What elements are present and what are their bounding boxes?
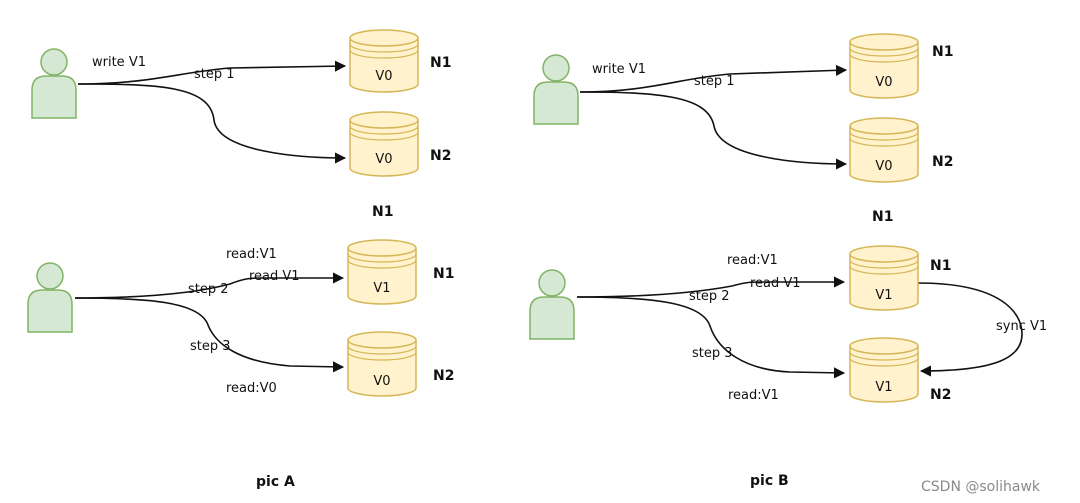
read-result-label: read:V1	[727, 253, 778, 268]
node-name: N1	[932, 44, 953, 60]
write-edge-to-n1	[579, 64, 848, 93]
step-label: step 2	[188, 282, 229, 297]
db-value: V1	[875, 380, 892, 395]
database-n2: V1	[849, 337, 919, 403]
pic-b-top-scene: write V1 step 1 V0 N1 V0 N2 N1	[533, 33, 953, 225]
read-edge-to-n2	[576, 296, 846, 379]
read-edge-to-n1	[74, 272, 345, 299]
node-name: N1	[430, 55, 451, 71]
database-n2: V0	[849, 117, 919, 183]
user-icon	[533, 54, 579, 125]
read-edge-to-n1	[576, 276, 846, 298]
step-label: step 3	[190, 339, 231, 354]
db-value: V1	[875, 288, 892, 303]
db-value: V1	[373, 281, 390, 296]
sync-edge-n1-to-n2	[917, 282, 1023, 377]
db-value: V0	[375, 69, 392, 84]
pic-a-bottom-scene: read:V1 read V1 step 2 step 3 read:V0 V1…	[27, 239, 454, 397]
pic-b-caption: pic B	[750, 473, 789, 489]
node-name: N1	[433, 266, 454, 282]
node-name: N2	[433, 368, 454, 384]
node-name: N1	[930, 258, 951, 274]
section-title: N1	[372, 204, 393, 220]
pic-b-bottom-scene: read:V1 read V1 step 2 step 3 read:V1 sy…	[529, 245, 1047, 403]
step-label: step 1	[194, 67, 235, 82]
write-label: write V1	[92, 55, 146, 70]
db-value: V0	[375, 152, 392, 167]
database-n2: V0	[347, 331, 417, 397]
write-edge-to-n2	[579, 91, 848, 170]
read-result-label: read:V1	[226, 247, 277, 262]
read-request-label: read V1	[750, 276, 801, 291]
database-n1: V0	[349, 29, 419, 93]
section-title: N1	[872, 209, 893, 225]
database-n2: V0	[349, 111, 419, 177]
db-value: V0	[373, 374, 390, 389]
node-name: N2	[932, 154, 953, 170]
node-name: N2	[930, 387, 951, 403]
write-edge-to-n2	[77, 83, 347, 164]
write-label: write V1	[592, 62, 646, 77]
pic-a-top-scene: write V1 step 1 V0 N1 V0 N2 N1	[31, 29, 451, 220]
read-request-label: read V1	[249, 269, 300, 284]
step-label: step 1	[694, 74, 735, 89]
node-name: N2	[430, 148, 451, 164]
step-label: step 2	[689, 289, 730, 304]
read-result-label: read:V1	[728, 388, 779, 403]
user-icon	[31, 48, 77, 119]
database-n1: V0	[849, 33, 919, 99]
sync-label: sync V1	[996, 319, 1047, 334]
db-value: V0	[875, 75, 892, 90]
database-n1: V1	[347, 239, 417, 305]
read-edge-to-n2	[74, 297, 345, 373]
db-value: V0	[875, 159, 892, 174]
step-label: step 3	[692, 346, 733, 361]
user-icon	[27, 262, 73, 333]
read-result-label: read:V0	[226, 381, 277, 396]
database-n1: V1	[849, 245, 919, 311]
pic-a-caption: pic A	[256, 474, 295, 490]
user-icon	[529, 269, 575, 340]
watermark: CSDN @solihawk	[921, 479, 1041, 495]
